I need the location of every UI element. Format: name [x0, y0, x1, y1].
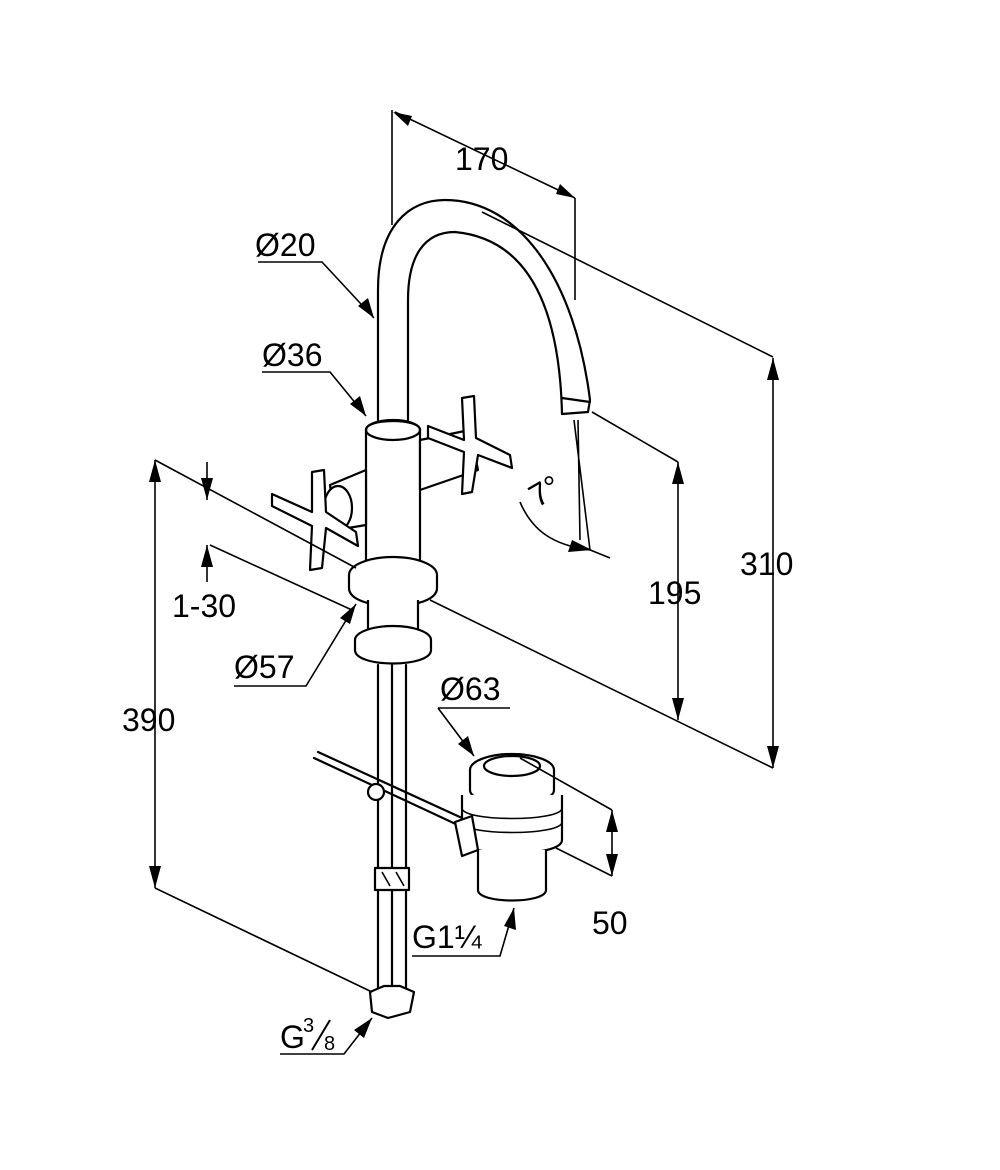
dim-195-arrow-top: [672, 462, 684, 484]
leader-d63-arrow: [458, 736, 474, 756]
dim-390-arrow-top: [149, 460, 161, 482]
left-handle-cross: [270, 468, 360, 572]
leader-d36: [262, 371, 367, 417]
dim-195-ext-top: [591, 411, 679, 463]
dim-130-arrow-top: [201, 478, 213, 500]
label-390: 390: [122, 702, 175, 738]
leader-d36-arrow: [350, 396, 366, 416]
label-g114: G1¼: [412, 919, 483, 955]
label-50: 50: [592, 905, 628, 941]
spout-tip: [560, 396, 592, 404]
dim-390-ext-bottom: [154, 887, 373, 993]
dim-50-arrow-bot: [606, 854, 618, 876]
dim-390-ext-top: [154, 459, 357, 569]
label-d36: Ø36: [262, 337, 322, 373]
dim-310-arrow-top: [767, 358, 779, 380]
hose-clip: [373, 866, 411, 892]
dim-310-ext-top: [481, 211, 774, 358]
leader-d57-arrow: [340, 604, 356, 624]
dim-170-arrow-right: [556, 184, 575, 198]
label-angle: 7°: [523, 468, 567, 514]
dim-50-ext-top: [519, 757, 613, 811]
label-g38: G 3 8: [280, 1015, 335, 1055]
dimension-labels: 170 Ø20 Ø36 310 195 7° 1-30 Ø57 Ø63 390 …: [122, 141, 793, 1055]
spout: [376, 198, 592, 422]
waste-cap-top: [482, 754, 542, 778]
leader-d63: [437, 707, 510, 757]
hose-clip-mark: [381, 871, 405, 887]
label-g38-bar: [311, 1019, 331, 1051]
dim-50-ext-bot: [555, 847, 613, 877]
label-g38-den: 8: [324, 1033, 335, 1055]
dim-130-arrow-bot: [201, 545, 213, 567]
water-stream: [573, 419, 591, 551]
dim-310-arrow-bottom: [767, 746, 779, 768]
leader-d20: [258, 261, 375, 319]
dim-130-ext: [209, 544, 353, 611]
dim-390-arrow-bottom: [149, 866, 161, 888]
leader-d20-arrow: [358, 298, 374, 318]
body-top: [364, 418, 422, 442]
label-d63: Ø63: [440, 671, 500, 707]
rod-joint: [366, 782, 386, 802]
leader-d57: [234, 603, 357, 687]
dim-170-arrow-left: [393, 112, 412, 126]
label-d20: Ø20: [255, 227, 315, 263]
dimension-lines: [149, 110, 779, 1055]
waste-tail: [476, 850, 548, 902]
leader-g38-arrow: [354, 1018, 372, 1038]
label-d57: Ø57: [234, 649, 294, 685]
popup-rod-b: [316, 750, 464, 820]
lower-ring-side: [353, 640, 433, 665]
dim-310-ext-bottom: [429, 599, 774, 769]
label-170: 170: [455, 141, 508, 177]
label-130: 1-30: [172, 588, 236, 624]
body-column: [364, 420, 422, 573]
label-g38-main: G: [280, 1019, 305, 1055]
dim-50-arrow-top: [606, 810, 618, 832]
right-handle-cross: [426, 394, 514, 496]
popup-rod: [312, 756, 462, 828]
dim-195-arrow-bottom: [672, 698, 684, 720]
supply-fitting: [368, 984, 416, 1020]
dim-170-line: [394, 111, 576, 199]
waste-side-port: [453, 814, 480, 858]
label-g38-num: 3: [303, 1015, 314, 1037]
dim-angle-ref: [577, 544, 611, 559]
label-310: 310: [740, 546, 793, 582]
leader-g114-arrow: [504, 908, 516, 930]
label-195: 195: [648, 575, 701, 611]
faucet-outline: [270, 198, 592, 1020]
